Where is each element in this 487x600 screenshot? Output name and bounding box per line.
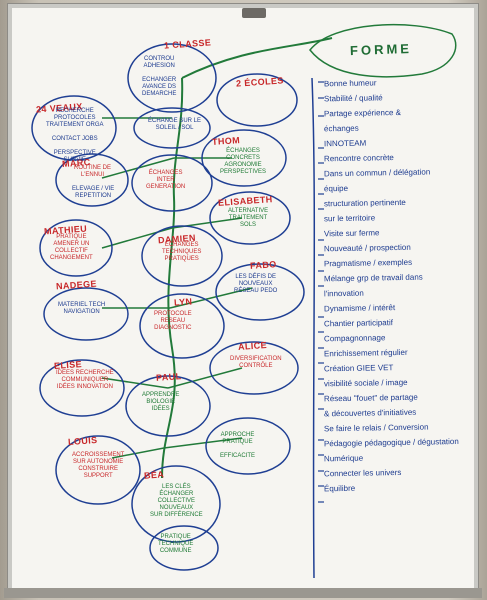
list-item: structuration pertinente — [323, 197, 406, 209]
list-item: Compagnonnage — [323, 333, 386, 344]
bubble-text: ELEVAGE / VIE REPETITION — [72, 186, 115, 199]
person-name-label: LYN — [173, 296, 193, 308]
bubble-text: PROTOCOLE RESEAU DIAGNOSTIC — [154, 311, 192, 331]
bubble-text: CONTROU ADHESION ECHANGER AVANCE DS DEMA… — [142, 56, 177, 97]
list-item: l'innovation — [323, 288, 364, 299]
bubble-text: ÉCHANGE SUR LE SOLEIL / SOL — [148, 118, 202, 131]
bubble-text: LES CLÉS ÉCHANGER COLLECTIVE NOUVEAUX SU… — [150, 484, 203, 518]
board-clip — [242, 8, 266, 18]
person-name-label: THOM — [211, 135, 241, 147]
list-item: Nouveauté / prospection — [323, 242, 411, 254]
list-item: & découvertes d'initiatives — [323, 407, 417, 419]
list-item: Chantier participatif — [323, 318, 394, 329]
list-item: Dans un commun / délégation — [323, 167, 431, 179]
list-item: Rencontre concrète — [323, 153, 394, 164]
drawing-layer — [31, 23, 457, 579]
person-name-label: LOUIS — [67, 434, 98, 448]
list-item: échanges — [323, 123, 359, 134]
bubble-text: MATERIEL TECH NAVIGATION — [58, 302, 106, 315]
list-item: Dynamisme / intérêt — [323, 303, 396, 314]
bubble-text: PRATIQUE AMENER UN COLLECTIF CHANGEMENT — [50, 234, 93, 261]
list-item: INNOTEAM — [323, 138, 367, 149]
list-item: Mélange grp de travail dans — [323, 272, 423, 284]
bubble-text: ÉCHANGES TECHNIQUES PRATIQUES — [162, 242, 202, 262]
list-item: Enrichissement régulier — [323, 347, 408, 359]
bubble-text: DIVERSIFICATION CONTRÔLE — [230, 356, 282, 369]
list-item: Pédagogie pédagogique / dégustation — [323, 436, 459, 449]
bubble-text: RECHERCHE PROTOCOLES TRAITEMENT ORGA CON… — [46, 108, 104, 163]
list-item: équipe — [323, 183, 349, 194]
bubble-text: LES DÉFIS DE NOUVEAUX RÉSEAU PEDO — [234, 274, 278, 294]
person-name-label: FABO — [249, 259, 277, 271]
bubble-text: IDEES RECHERCHE COMMUNIQUER IDÉES INNOVA… — [56, 370, 114, 390]
list-item: sur le territoire — [323, 213, 376, 224]
list-item: Pragmatisme / exemples — [323, 257, 413, 269]
list-item: Partage expérience & — [323, 107, 402, 119]
person-name-label: PAUL — [155, 371, 182, 383]
bubble-text: ÉCHANGES CONCRETS AGRONOMIE PERSPECTIVES — [220, 148, 267, 175]
list-item: visibilité sociale / image — [323, 377, 408, 389]
list-item: Création GIEE VET — [323, 363, 394, 374]
board-title: FORME — [349, 40, 413, 59]
list-item: Connecter les univers — [323, 467, 402, 479]
list-item: Équilibre — [323, 483, 356, 494]
bubble-text: ROUTINE DE L'ENNUI — [74, 165, 112, 178]
bubble-text: ALTERNATIVE TRAITEMENT SOLS — [228, 208, 269, 228]
list-item: Se faire le relais / Conversion — [323, 422, 429, 434]
bubble-text: ÉCHANGES INTER GENERATION — [146, 170, 186, 190]
marker-tray — [4, 588, 482, 598]
person-name-label: ALICE — [237, 340, 268, 352]
bubble-text: PRATIQUE TECHNIQUE COMMUNE — [158, 534, 194, 554]
list-item: Bonne humeur — [323, 78, 377, 89]
list-item: Numérique — [323, 453, 364, 464]
person-name-label: BÉA — [143, 469, 165, 481]
bubble-text: APPROCHE PRATIQUE EFFICACITE — [220, 432, 256, 459]
bubble-text: APPRENDRE BIOLOGIE IDÉES — [142, 392, 180, 412]
bubble-text: ACCROISSEMENT SUR AUTONOMIE CONSTRUIRE S… — [72, 452, 125, 479]
list-item: Réseau "fouet" de partage — [323, 392, 418, 404]
list-item: Stabilité / qualité — [323, 93, 383, 104]
list-item: Visite sur ferme — [323, 228, 380, 239]
